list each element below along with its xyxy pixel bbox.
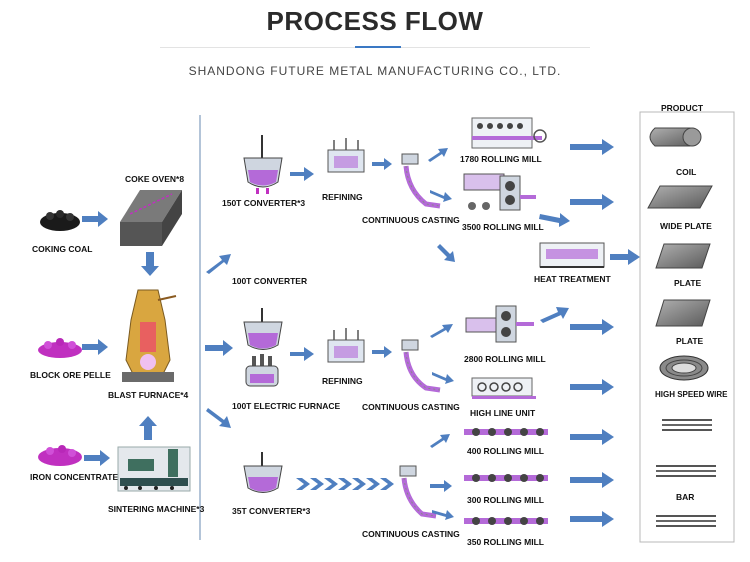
product-header: PRODUCT (661, 103, 704, 113)
page-title: PROCESS FLOW (266, 6, 484, 36)
rolling-mill-2800-icon (465, 305, 534, 343)
coil-label: COIL (676, 167, 696, 177)
converter-35t-label: 35T CONVERTER*3 (232, 506, 311, 516)
wire-label: HIGH SPEED WIRE (655, 390, 728, 399)
refining-to-casting-arrows (372, 158, 392, 358)
coking-coal-icon (40, 210, 80, 231)
coil-icon (649, 127, 702, 147)
rolling-mill-350-icon (464, 517, 548, 525)
bar-bundle-icon-2 (656, 465, 716, 477)
wide-plate-label: WIDE PLATE (660, 221, 712, 231)
bar-bundle-icon-1 (662, 419, 712, 431)
refining-2-label: REFINING (322, 376, 363, 386)
block-ore-label: BLOCK ORE PELLE (30, 370, 111, 380)
continuous-casting-2-label: CONTINUOUS CASTING (362, 402, 460, 412)
electric-furnace-label: 100T ELECTRIC FURNACE (232, 401, 340, 411)
continuous-casting-1-label: CONTINUOUS CASTING (362, 215, 460, 225)
heat-treatment-icon (539, 242, 605, 268)
sinter-to-furnace-arrow (139, 416, 157, 440)
high-line-unit-icon (471, 377, 536, 399)
blast-furnace-icon (122, 289, 177, 382)
rolling-mill-400-label: 400 ROLLING MILL (467, 446, 544, 456)
company-subtitle: SHANDONG FUTURE METAL MANUFACTURING CO.,… (188, 64, 562, 78)
bar-label: BAR (676, 492, 694, 502)
continuous-casting-3-label: CONTINUOUS CASTING (362, 529, 460, 539)
coke-oven-label: COKE OVEN*8 (125, 174, 184, 184)
casting-to-rolling-arrows (428, 148, 455, 520)
plate-2-icon (655, 299, 711, 327)
rolling-to-product-arrows (539, 139, 640, 527)
converter-150t-icon (243, 135, 283, 194)
wire-coil-icon (659, 355, 709, 381)
bar-bundle-icon-3 (656, 515, 716, 527)
rolling-mill-1780-label: 1780 ROLLING MILL (460, 154, 542, 164)
blast-furnace-label: BLAST FURNACE*4 (108, 390, 189, 400)
rolling-mill-1780-icon (471, 117, 547, 149)
converter35-to-casting-chevron (296, 478, 394, 490)
plate-1-label: PLATE (674, 278, 702, 288)
furnace-outflow-arrows (205, 254, 233, 428)
heat-treatment-label: HEAT TREATMENT (534, 274, 611, 284)
sintering-machine-icon (117, 446, 191, 492)
block-ore-icon (38, 338, 82, 358)
converter-100t-label: 100T CONVERTER (232, 276, 307, 286)
rolling-mill-300-label: 300 ROLLING MILL (467, 495, 544, 505)
converter-to-refining-arrows (290, 167, 314, 361)
high-line-unit-label: HIGH LINE UNIT (470, 408, 536, 418)
raw-material-arrows (82, 211, 110, 466)
iron-concentrate-label: IRON CONCENTRATE (30, 472, 118, 482)
product-panel-frame (639, 111, 735, 543)
rolling-mill-400-icon (464, 428, 548, 436)
coke-oven-icon (120, 190, 182, 246)
continuous-casting-1-icon (401, 153, 441, 209)
refining-unit-2-icon (327, 328, 365, 363)
refining-1-label: REFINING (322, 192, 363, 202)
sintering-machine-label: SINTERING MACHINE*3 (108, 504, 205, 514)
converter-35t-icon (243, 452, 283, 493)
rolling-mill-2800-label: 2800 ROLLING MILL (464, 354, 546, 364)
plate-2-label: PLATE (676, 336, 704, 346)
wide-plate-icon (647, 185, 713, 209)
plate-1-icon (655, 243, 711, 269)
continuous-casting-2-icon (401, 339, 441, 393)
converter-100t-icon (243, 308, 283, 350)
iron-concentrate-icon (38, 445, 82, 466)
coke-to-furnace-arrow (141, 252, 159, 276)
coking-coal-label: COKING COAL (32, 244, 92, 254)
title-accent-underline (355, 46, 401, 48)
continuous-casting-3-icon (399, 465, 437, 519)
rolling-mill-3500-icon (463, 173, 536, 211)
rolling-mill-3500-label: 3500 ROLLING MILL (462, 222, 544, 232)
rolling-mill-350-label: 350 ROLLING MILL (467, 537, 544, 547)
refining-unit-1-icon (327, 138, 365, 173)
converter-150t-label: 150T CONVERTER*3 (222, 198, 305, 208)
electric-furnace-icon (245, 354, 279, 387)
rolling-mill-300-icon (464, 474, 548, 482)
